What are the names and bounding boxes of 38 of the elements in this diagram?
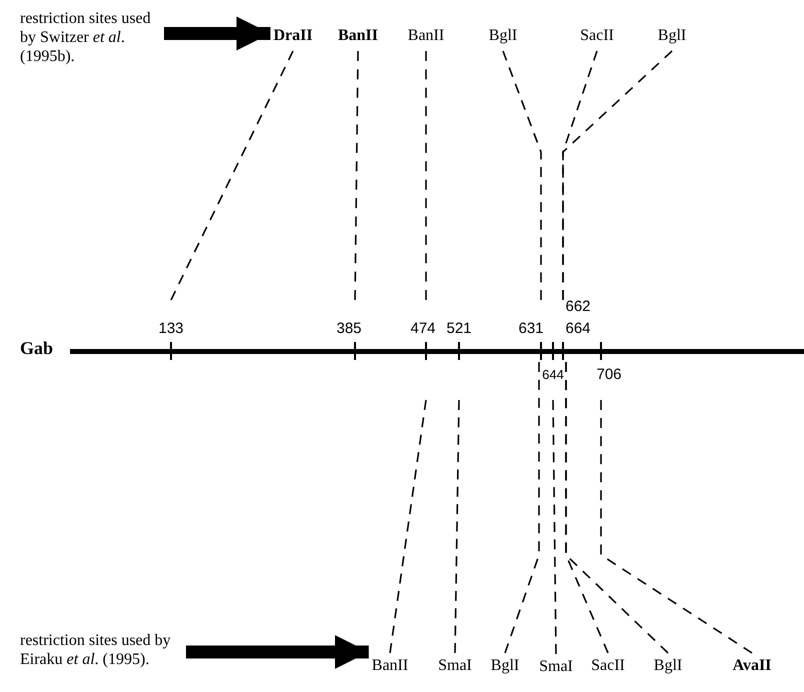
- enzyme-label: DraII: [273, 27, 313, 45]
- dashed-line: [600, 400, 752, 654]
- enzyme-label: BanII: [408, 27, 444, 45]
- enzyme-label: SacII: [580, 27, 614, 45]
- position-number: 662: [565, 297, 591, 317]
- position-number: 474: [410, 319, 436, 339]
- enzyme-label: SmaI: [438, 657, 472, 675]
- dashed-line: [565, 362, 669, 654]
- dashed-line: [170, 50, 294, 300]
- position-number: 521: [446, 319, 472, 339]
- enzyme-label: BglI: [488, 27, 518, 45]
- position-number: 631: [518, 319, 544, 339]
- enzyme-label: SacII: [591, 657, 625, 675]
- block-arrow: [164, 16, 270, 50]
- gene-name: Gab: [20, 338, 54, 359]
- position-number: 133: [158, 319, 184, 339]
- enzyme-label: BglI: [490, 657, 520, 675]
- dashed-line: [552, 400, 557, 654]
- enzyme-label: BglI: [654, 657, 682, 675]
- dashed-line: [454, 400, 460, 654]
- enzyme-label: BanII: [372, 657, 408, 675]
- position-number: 664: [565, 319, 591, 339]
- enzyme-label: BglI: [658, 27, 686, 45]
- position-number: 385: [336, 319, 362, 339]
- dashed-line: [425, 51, 427, 300]
- dashed-line: [502, 50, 542, 300]
- dashed-line: [354, 51, 359, 300]
- block-arrow: [186, 635, 369, 669]
- enzyme-label: SmaI: [539, 658, 573, 676]
- enzyme-label: AvaII: [732, 657, 772, 675]
- dashed-line: [562, 50, 673, 300]
- enzyme-label: BanII: [338, 27, 378, 45]
- position-number: 706: [596, 365, 622, 385]
- note-text: restriction sites used by Eiraku et al. (1995).: [20, 631, 180, 669]
- dashed-line: [504, 362, 540, 654]
- dashed-line: [389, 400, 427, 654]
- note-text: restriction sites used by Switzer et al. (1995b).: [20, 9, 158, 66]
- position-number: 644: [542, 366, 564, 384]
